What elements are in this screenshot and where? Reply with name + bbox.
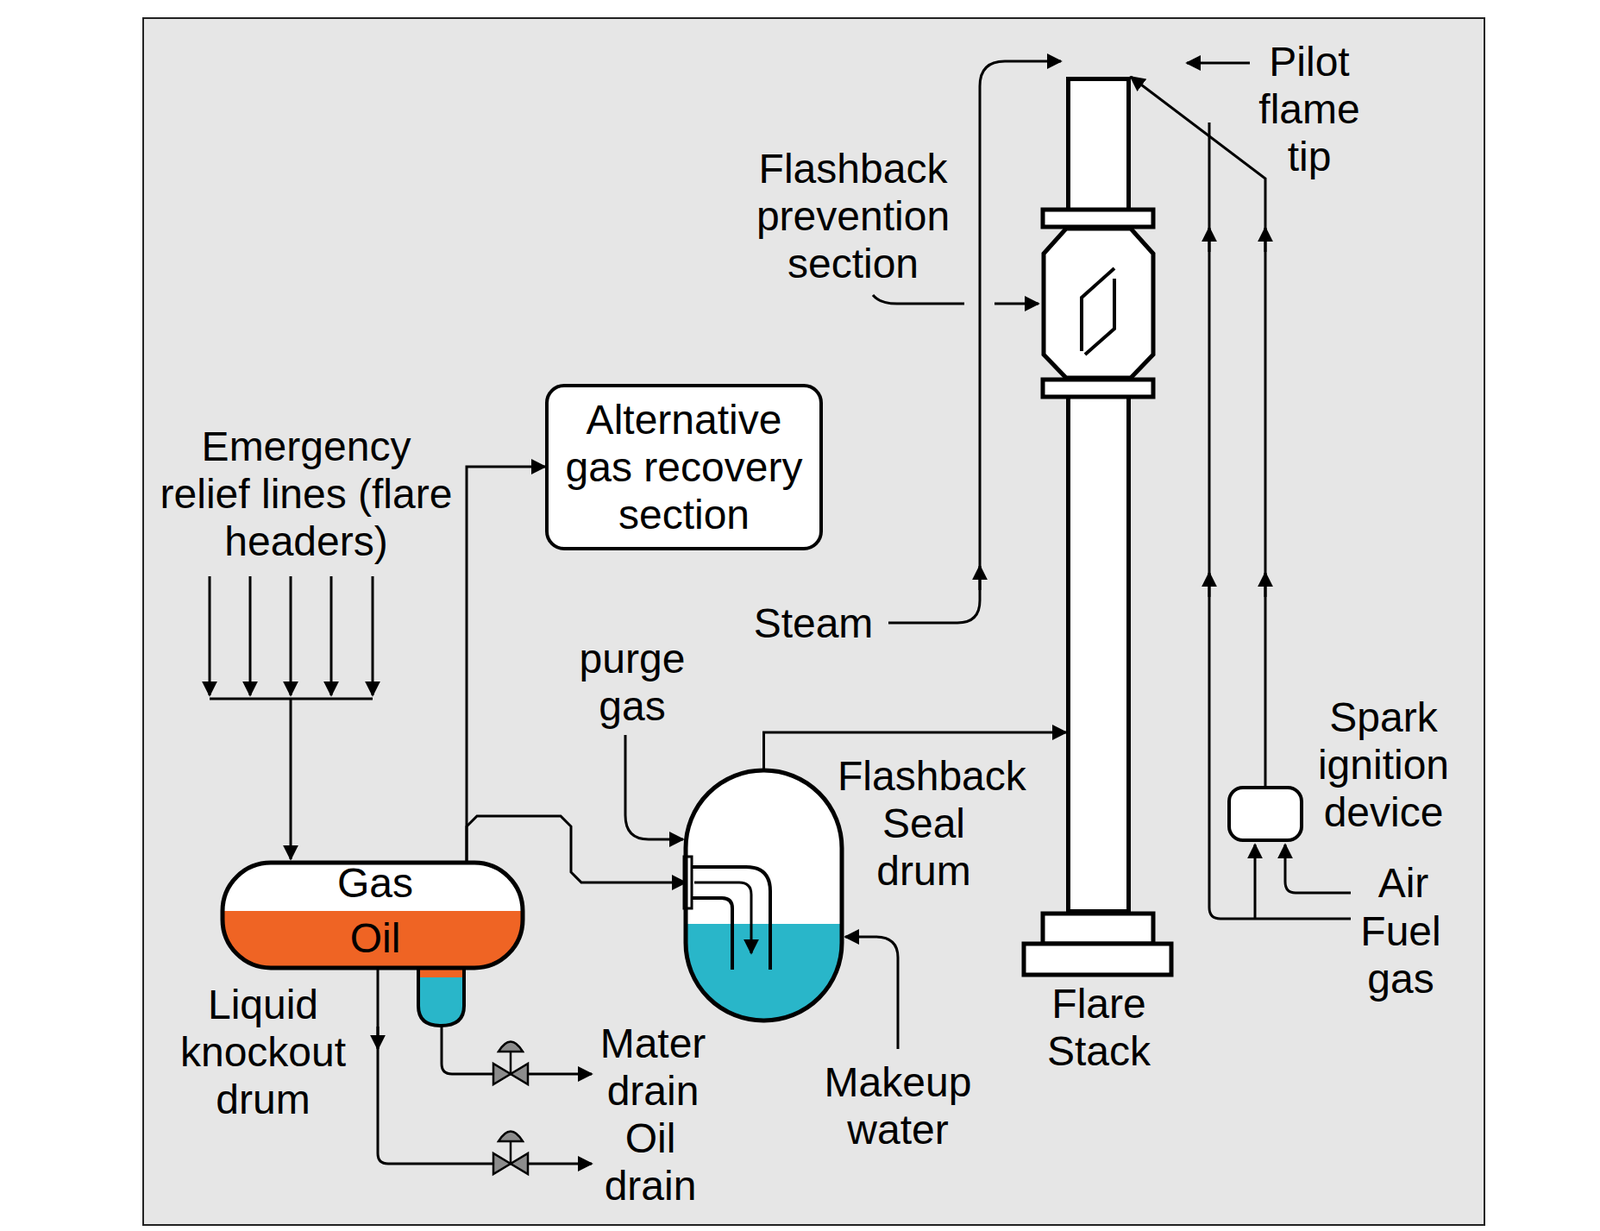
drawing-part	[845, 936, 898, 1049]
drawing-part	[498, 1131, 523, 1142]
node-text: Flare Stack	[1025, 979, 1173, 1075]
drawing-part	[509, 1141, 513, 1164]
recovery-box: Alternative gas recovery section	[545, 383, 823, 551]
drawing-part	[1186, 62, 1250, 65]
callout-label: Makeup water	[794, 1058, 1002, 1154]
drawing-part	[1068, 79, 1130, 912]
drawing-part	[1208, 572, 1211, 597]
drawing-part	[289, 576, 293, 696]
node-text: Gas	[332, 862, 419, 904]
callout-label: Oil drain	[589, 1114, 711, 1210]
flare-stack-shape	[1066, 76, 1131, 914]
callout-label: Pilot flame tip	[1253, 37, 1366, 181]
drawing-part	[1042, 209, 1154, 227]
drawing-part	[376, 1026, 380, 1049]
drawing-part	[1285, 844, 1351, 893]
pipe-connector	[466, 466, 546, 863]
callout-label: Fuel gas	[1344, 907, 1457, 1003]
drawing-part	[498, 1041, 523, 1053]
drawing-part	[692, 866, 771, 970]
drawing-part	[694, 882, 752, 954]
drawing-part	[1042, 913, 1154, 944]
knockout-drum: GasOilLiquid knockout drum	[222, 862, 523, 968]
flare-stack: Flare Stack	[1066, 76, 1131, 914]
drawing-part	[692, 897, 733, 970]
node-text: Oil	[332, 917, 419, 960]
callout-label: Emergency relief lines (flare headers)	[159, 422, 453, 565]
drawing-part	[872, 294, 965, 304]
drawing-part	[377, 967, 592, 1164]
drain-valve	[493, 1131, 528, 1175]
drawing-part	[978, 565, 982, 590]
drawing-part	[208, 576, 212, 696]
drawing-part	[1208, 227, 1211, 252]
drawing-part	[685, 770, 842, 1021]
pipe-connector	[1130, 76, 1266, 786]
drawing-part	[441, 1025, 592, 1074]
pipe-lines	[209, 61, 1351, 1164]
node-text: Flashback Seal drum	[837, 752, 1011, 895]
drawing-part	[330, 576, 333, 696]
background-frame	[143, 18, 1485, 1225]
drawing-part	[249, 576, 252, 696]
drawing-part	[685, 923, 842, 1021]
drawing-part	[994, 302, 1039, 306]
drawing-part	[222, 862, 523, 968]
drawing-part	[1254, 844, 1257, 919]
node-text: Alternative gas recovery section	[558, 395, 810, 539]
drawing-part	[509, 1051, 513, 1074]
drawing-part	[888, 61, 1061, 623]
callout-label: purge gas	[571, 634, 693, 730]
drawing-part	[1081, 268, 1115, 355]
drawing-part	[371, 576, 375, 696]
callout-label: Flashback prevention section	[745, 144, 961, 288]
drawing-part	[222, 910, 523, 968]
callout-label: Air	[1368, 859, 1438, 907]
drawing-part	[222, 862, 523, 911]
drawing-part	[685, 770, 842, 1021]
drawing-part	[625, 734, 684, 840]
drawing-part	[1042, 379, 1154, 397]
drawing-part	[1043, 228, 1154, 378]
drawing-part	[1023, 943, 1172, 975]
callout-label: Mater drain	[592, 1019, 714, 1115]
node-text: Spark ignition device	[1305, 693, 1462, 836]
drain-valve	[493, 1041, 528, 1086]
seal-drum-shape	[685, 770, 842, 1021]
node-text: Liquid knockout drum	[172, 980, 354, 1124]
drawing-part	[685, 770, 842, 1021]
callout-label: Steam	[744, 599, 883, 647]
drawing-part	[289, 698, 293, 860]
drawing-part	[222, 862, 523, 968]
seal-drum: Flashback Seal drum	[685, 770, 842, 1021]
ignition-box: Spark ignition device	[1227, 785, 1304, 842]
